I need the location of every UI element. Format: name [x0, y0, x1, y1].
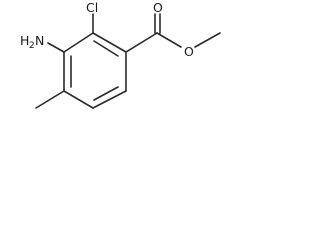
amine-subscript-label: 2 — [29, 41, 35, 51]
benzene-ring — [63, 32, 127, 109]
ring-double-bond-inner-1 — [93, 40, 119, 57]
bond-ring-to-carbonyl-carbon — [125, 32, 158, 53]
amine-h-label: H — [20, 33, 29, 48]
amine-n-label: N — [35, 33, 44, 48]
chemical-structure: Cl H 2 N O O — [20, 0, 221, 109]
ester-oxygen-label: O — [184, 44, 194, 59]
bond-ring-to-methyl — [35, 90, 65, 109]
ring-double-bond-inner-3 — [93, 86, 119, 101]
ring-bond-c1-c2 — [92, 32, 127, 53]
carbonyl-oxygen-label: O — [153, 0, 163, 15]
ring-bond-c4-c5 — [63, 90, 94, 109]
bond-ester-oxygen-to-methyl — [194, 32, 221, 48]
ring-bond-c5-c6 — [92, 90, 127, 109]
bond-ring-to-amine — [47, 42, 65, 53]
chlorine-label: Cl — [86, 0, 98, 15]
ring-bond-c2-c3 — [63, 32, 94, 53]
bond-carbonyl-to-ester-oxygen — [156, 32, 182, 48]
